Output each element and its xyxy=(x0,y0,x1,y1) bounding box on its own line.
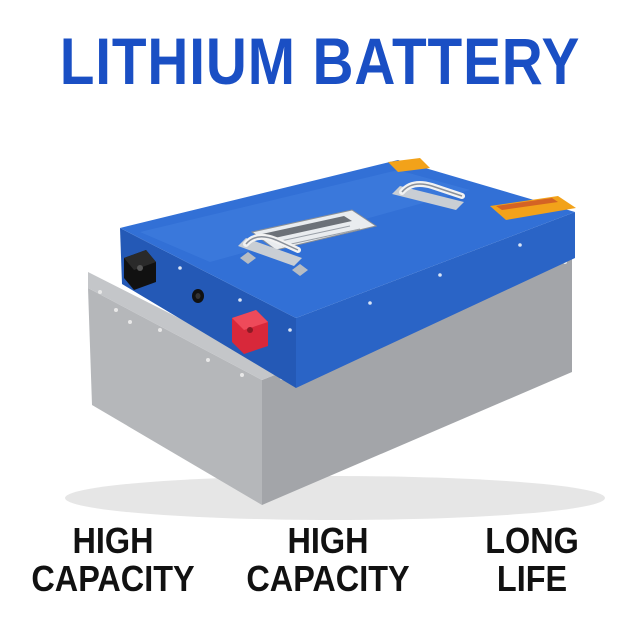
floor-shadow xyxy=(65,476,605,520)
feature-line-1: HIGH xyxy=(72,520,154,561)
feature-high-capacity-2: HIGH CAPACITY xyxy=(226,522,429,598)
feature-line-2: CAPACITY xyxy=(31,558,195,599)
handle-icon xyxy=(392,181,465,210)
feature-line-2: LIFE xyxy=(496,558,568,599)
feature-line-1: LONG xyxy=(485,520,579,561)
handle-icon xyxy=(238,233,308,276)
corner-sticker xyxy=(388,158,430,172)
lid-highlight xyxy=(140,170,470,262)
case-front-face xyxy=(88,288,262,505)
page-title: LITHIUM BATTERY xyxy=(59,24,581,98)
negative-terminal-icon xyxy=(124,250,156,290)
lid-screws xyxy=(178,243,522,332)
feature-high-capacity-1: HIGH CAPACITY xyxy=(11,522,214,598)
lid-top-face xyxy=(120,160,575,318)
warning-label-icon xyxy=(490,196,576,220)
feature-line-2: CAPACITY xyxy=(246,558,410,599)
switch-icon xyxy=(192,289,204,303)
positive-terminal-icon xyxy=(232,310,268,354)
feature-line-1: HIGH xyxy=(287,520,369,561)
case-top-rim xyxy=(88,244,572,380)
feature-long-life: LONG LIFE xyxy=(442,522,622,598)
case-side-face xyxy=(262,258,572,505)
lid-side-face xyxy=(296,212,575,388)
